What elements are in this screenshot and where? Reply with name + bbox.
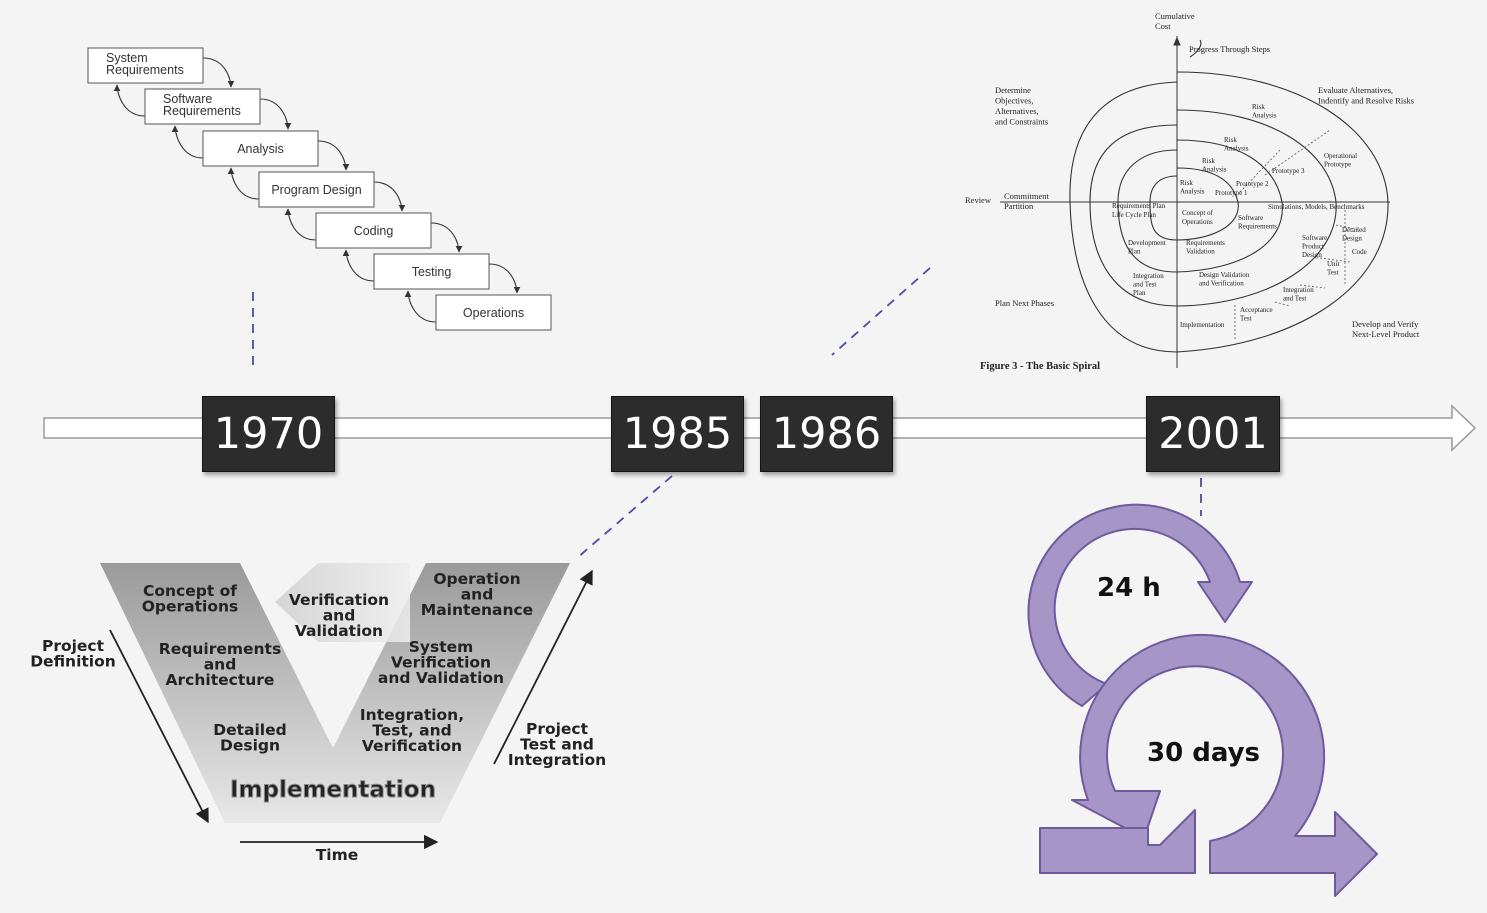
waterfall-step-label: Analysis (237, 142, 284, 156)
year-box-2001: 2001 (1146, 396, 1280, 472)
sprint-label: 30 days (1147, 738, 1260, 768)
prototype-1-label: Prototype 1 (1215, 189, 1248, 197)
review-label: Review (965, 195, 992, 205)
waterfall-step: Analysis (202, 130, 319, 167)
time-label: Time (316, 846, 359, 864)
daily-cycle-arrow (1027, 503, 1253, 707)
daily-label: 24 h (1097, 573, 1161, 603)
waterfall-step-label: Coding (354, 224, 394, 238)
connector-1986 (831, 267, 931, 356)
waterfall-step: Operations (435, 294, 552, 331)
v-shape (100, 563, 570, 823)
plan-next-label: Plan Next Phases (995, 298, 1054, 308)
simulations-label: Simulations, Models, Benchmarks (1268, 203, 1365, 211)
waterfall-step-label: Testing (412, 265, 452, 279)
connector-lines (252, 267, 1202, 559)
sprint-base-bar (1039, 809, 1196, 874)
prototype-3-label: Prototype 3 (1272, 167, 1305, 175)
waterfall-step: Program Design (258, 171, 375, 208)
progress-label: Progress Through Steps (1189, 44, 1270, 54)
figure-caption: Figure 3 - The Basic Spiral (980, 361, 1100, 372)
spiral-dividers (1234, 129, 1361, 340)
code-label: Code (1352, 248, 1367, 256)
evaluate-label: Evaluate Alternatives,Indentify and Reso… (1318, 85, 1414, 106)
year-box-1985: 1985 (611, 396, 744, 472)
sprint-cycle-arrow (1071, 633, 1378, 897)
waterfall-step-label: Program Design (271, 183, 361, 197)
project-test-arrow (493, 569, 593, 765)
waterfall-step: Coding (315, 212, 432, 249)
scrum-diagram: 24 h 30 days (1027, 503, 1378, 897)
waterfall-step-label: Operations (463, 306, 524, 320)
implementation-label: Implementation (230, 777, 436, 803)
waterfall-arrows (113, 57, 521, 323)
year-box-1970: 1970 (202, 396, 335, 472)
verification-arrow (275, 563, 410, 642)
waterfall-step: Testing (373, 253, 490, 290)
year-box-1986: 1986 (760, 396, 893, 472)
implementation-label: Implementation (1180, 321, 1225, 329)
prototype-2-label: Prototype 2 (1236, 180, 1269, 188)
spiral-axes (1000, 36, 1390, 368)
connector-1985 (576, 475, 673, 559)
spiral-curves (1069, 39, 1389, 353)
project-definition-arrow (109, 629, 209, 824)
